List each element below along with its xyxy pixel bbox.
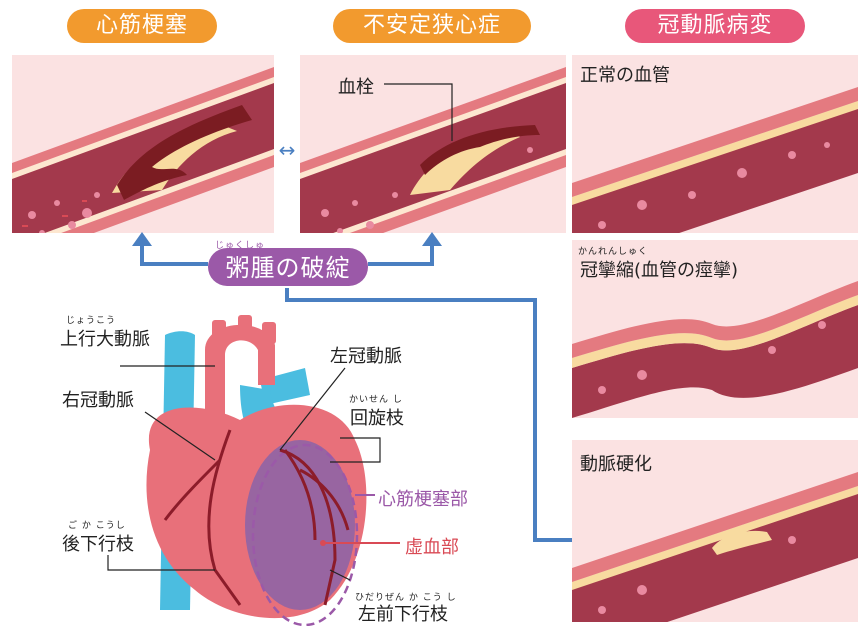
label-posterior-descending: 後下行枝	[62, 530, 134, 556]
label-ischemic-area: 虚血部	[405, 533, 459, 559]
label-ascending-aorta: 上行大動脈	[60, 325, 150, 351]
label-right-coronary: 右冠動脈	[62, 386, 134, 412]
label-circumflex: 回旋枝	[350, 404, 404, 430]
label-infarct-area: 心筋梗塞部	[378, 485, 468, 511]
label-left-coronary: 左冠動脈	[330, 342, 402, 368]
label-lad: 左前下行枝	[358, 600, 448, 626]
